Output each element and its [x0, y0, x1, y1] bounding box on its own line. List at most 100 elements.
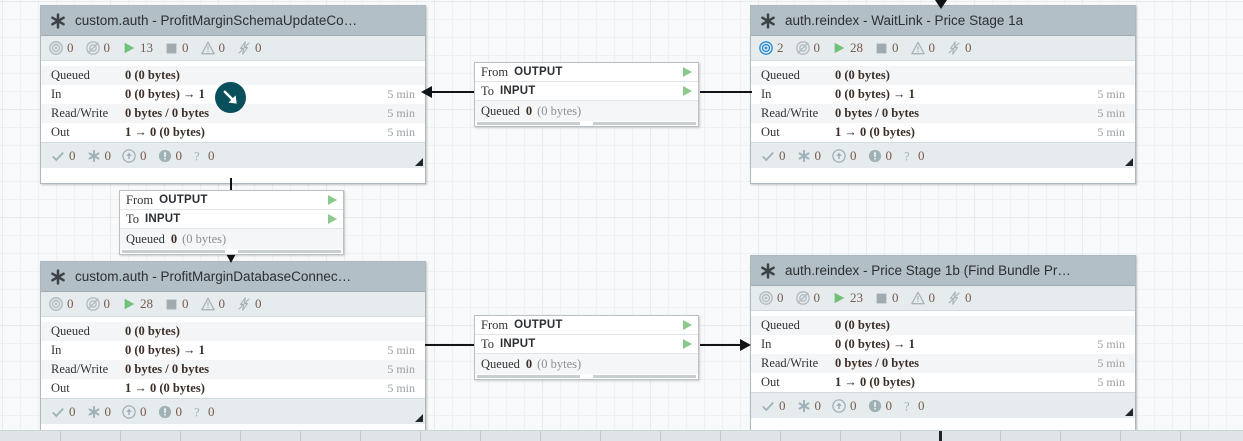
- connection-from-row[interactable]: From OUTPUT: [475, 63, 698, 82]
- footer-stat-question[interactable]: ? 0: [193, 404, 214, 420]
- footer-stat-asterisk[interactable]: 0: [797, 398, 821, 414]
- stat-invalid[interactable]: 0: [910, 290, 935, 306]
- stat-transmitting[interactable]: 0: [49, 296, 74, 312]
- footer-stat-info[interactable]: 0: [158, 148, 182, 164]
- footer-stat-asterisk[interactable]: 0: [87, 148, 111, 164]
- edge-topnode-down: [230, 178, 232, 194]
- resize-handle[interactable]: [1125, 408, 1133, 416]
- check-icon: [762, 401, 774, 411]
- stat-invalid[interactable]: 0: [200, 296, 225, 312]
- info-icon: [868, 399, 881, 412]
- process-group-title: auth.reindex - WaitLink - Price Stage 1a: [785, 13, 1024, 28]
- stat-disabled[interactable]: 0: [947, 40, 972, 56]
- go-to-source-icon[interactable]: [683, 320, 692, 330]
- footer-asterisk-value: 0: [814, 147, 822, 163]
- resize-handle[interactable]: [415, 414, 423, 422]
- footer-stat-question[interactable]: ? 0: [903, 148, 924, 164]
- process-group-icon: [51, 12, 65, 29]
- stat-disabled[interactable]: 0: [237, 296, 262, 312]
- stat-transmitting[interactable]: 2: [759, 40, 784, 56]
- stat-not-transmitting[interactable]: 0: [795, 290, 820, 306]
- horizontal-scrollbar[interactable]: [0, 430, 1243, 441]
- metric-label-out: Out: [761, 375, 780, 389]
- stat-running[interactable]: 28: [122, 296, 153, 312]
- resize-handle[interactable]: [415, 158, 423, 166]
- stat-stopped[interactable]: 0: [875, 290, 899, 306]
- process-group-header[interactable]: custom.auth - ProfitMarginSchemaUpdateCo…: [41, 6, 425, 36]
- connection-label-top[interactable]: From OUTPUT To INPUT Queued 0 (0 bytes): [474, 62, 699, 127]
- metric-value-out: 1 → 0 (0 bytes): [125, 125, 205, 139]
- footer-stat-info[interactable]: 0: [868, 398, 892, 414]
- process-group-waitlink-price-stage-1a[interactable]: auth.reindex - WaitLink - Price Stage 1a…: [750, 5, 1136, 184]
- footer-stat-info[interactable]: 0: [158, 404, 182, 420]
- connection-from-row[interactable]: From OUTPUT: [120, 191, 343, 210]
- edge-conn-to-bottomright: [700, 344, 748, 346]
- connection-queued-bytes: (0 bytes): [182, 231, 227, 246]
- stat-invalid-value: 0: [218, 40, 226, 55]
- metric-label-queued: Queued: [51, 68, 90, 82]
- process-group-header[interactable]: auth.reindex - Price Stage 1b (Find Bund…: [751, 256, 1135, 286]
- resize-handle[interactable]: [1125, 158, 1133, 166]
- go-to-source-icon[interactable]: [683, 67, 692, 77]
- connection-label-left-vertical[interactable]: From OUTPUT To INPUT Queued 0 (0 bytes): [119, 190, 344, 255]
- process-group-profit-margin-schema-update[interactable]: custom.auth - ProfitMarginSchemaUpdateCo…: [40, 5, 426, 184]
- connection-progress-bars: [120, 249, 343, 254]
- stat-transmitting[interactable]: 0: [759, 290, 784, 306]
- footer-stat-asterisk[interactable]: 0: [87, 404, 111, 420]
- stat-invalid[interactable]: 0: [910, 40, 935, 56]
- scrollbar-thumb[interactable]: [939, 431, 942, 441]
- stat-stopped[interactable]: 0: [165, 40, 189, 56]
- stat-not-transmitting[interactable]: 0: [85, 40, 110, 56]
- question-icon: ?: [904, 399, 909, 413]
- queue-count-bar: [477, 375, 580, 378]
- go-to-destination-icon[interactable]: [683, 339, 692, 349]
- process-group-header[interactable]: custom.auth - ProfitMarginDatabaseConnec…: [41, 262, 425, 292]
- footer-stat-up-arrow[interactable]: 0: [832, 148, 857, 164]
- footer-stat-question[interactable]: ? 0: [193, 148, 214, 164]
- footer-stat-asterisk[interactable]: 0: [797, 147, 822, 164]
- stat-running[interactable]: 13: [122, 40, 153, 56]
- connection-label-bottom[interactable]: From OUTPUT To INPUT Queued 0 (0 bytes): [474, 315, 699, 380]
- metric-row-in: In 0 (0 bytes) → 1 5 min: [41, 341, 425, 360]
- stat-disabled[interactable]: 0: [237, 40, 262, 56]
- footer-uparrow-value: 0: [850, 147, 857, 163]
- footer-stat-up-arrow[interactable]: 0: [832, 398, 857, 414]
- process-group-metrics: Queued 0 (0 bytes) In 0 (0 bytes) → 1 5 …: [751, 311, 1135, 392]
- go-to-destination-icon[interactable]: [328, 214, 337, 224]
- process-group-profit-margin-database-connection[interactable]: custom.auth - ProfitMarginDatabaseConnec…: [40, 261, 426, 440]
- stat-running[interactable]: 28: [832, 40, 863, 56]
- footer-stat-up-arrow[interactable]: 0: [122, 148, 147, 164]
- connection-to-row[interactable]: To INPUT: [475, 82, 698, 101]
- stat-running[interactable]: 23: [832, 290, 863, 306]
- process-group-price-stage-1b[interactable]: auth.reindex - Price Stage 1b (Find Bund…: [750, 255, 1136, 434]
- go-to-source-icon[interactable]: [328, 195, 337, 205]
- stat-running-value: 13: [140, 40, 153, 55]
- go-to-destination-icon[interactable]: [683, 86, 692, 96]
- stat-disabled[interactable]: 0: [947, 290, 972, 306]
- stat-not-transmitting[interactable]: 0: [85, 296, 110, 312]
- stat-stopped[interactable]: 0: [165, 296, 189, 312]
- stat-invalid[interactable]: 0: [200, 40, 226, 56]
- footer-stat-check[interactable]: 0: [761, 148, 786, 164]
- info-icon: [158, 405, 171, 418]
- stopped-icon: [166, 43, 177, 53]
- process-group-header[interactable]: auth.reindex - WaitLink - Price Stage 1a: [751, 6, 1135, 36]
- connection-to-row[interactable]: To INPUT: [120, 210, 343, 229]
- stat-stopped[interactable]: 0: [875, 40, 899, 56]
- footer-stat-check[interactable]: 0: [51, 148, 76, 164]
- stat-transmitting-value: 2: [777, 40, 784, 55]
- footer-stat-info[interactable]: 0: [868, 148, 892, 164]
- connection-to-row[interactable]: To INPUT: [475, 335, 698, 354]
- stat-transmitting[interactable]: 0: [49, 40, 74, 56]
- footer-stat-check[interactable]: 0: [761, 398, 786, 414]
- not-transmitting-icon: [85, 297, 100, 311]
- footer-stat-check[interactable]: 0: [51, 404, 76, 420]
- metric-row-queued: Queued 0 (0 bytes): [751, 66, 1135, 85]
- metric-value-out: 1 → 0 (0 bytes): [835, 125, 915, 139]
- connection-from-row[interactable]: From OUTPUT: [475, 316, 698, 335]
- question-icon: ?: [194, 149, 199, 163]
- footer-stat-up-arrow[interactable]: 0: [122, 404, 147, 420]
- stat-not-transmitting[interactable]: 0: [795, 40, 820, 56]
- footer-stat-question[interactable]: ? 0: [903, 398, 924, 414]
